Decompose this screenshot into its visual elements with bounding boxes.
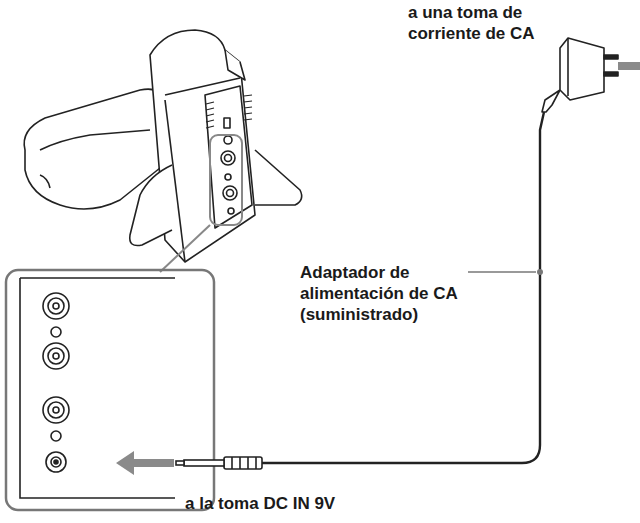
drawing-stroke	[53, 353, 59, 359]
drawing-stroke	[48, 402, 64, 418]
drawing-stroke	[221, 151, 235, 165]
jack-panel	[20, 278, 175, 498]
drawing-stroke	[53, 303, 59, 309]
drawing-stroke	[560, 38, 604, 100]
drawing-stroke	[48, 298, 64, 314]
drawing-stroke	[567, 38, 569, 96]
drawing-stroke	[468, 271, 536, 273]
drawing-stroke	[224, 136, 232, 144]
drawing-stroke	[227, 190, 234, 197]
vent-slot	[206, 120, 214, 122]
vent-slot	[244, 107, 252, 108]
drawing-stroke	[210, 135, 242, 225]
drawing-stroke	[48, 348, 64, 364]
drawing-stroke	[205, 86, 252, 228]
jack-label: a la toma DC IN 9V	[185, 493, 445, 514]
drawing-stroke	[224, 118, 230, 128]
drawing-stroke	[224, 457, 262, 469]
drawing-stroke	[176, 461, 184, 465]
drawing-stroke	[51, 327, 61, 337]
drawing-stroke	[51, 431, 61, 441]
ac-adapter	[542, 38, 618, 112]
drawing-stroke	[40, 130, 150, 150]
drawing-stroke	[43, 397, 69, 423]
drawing-stroke	[225, 50, 245, 80]
drawing-stroke	[51, 457, 61, 467]
outlet-label: a una toma de corriente de CA	[408, 2, 583, 44]
drawing-stroke	[225, 155, 232, 162]
drawing-stroke	[223, 186, 237, 200]
drawing-stroke	[160, 225, 210, 272]
vent-slot	[206, 126, 214, 128]
drawing-stroke	[20, 278, 175, 498]
adapter-label: Adaptador de alimentación de CA (suminis…	[300, 262, 465, 325]
drawing-stroke	[6, 270, 214, 510]
vent-slot	[244, 113, 252, 114]
dc-plug	[176, 457, 262, 469]
vent-slot	[244, 95, 252, 96]
vent-slot	[206, 102, 214, 104]
drawing-stroke	[604, 72, 618, 76]
drawing-stroke	[228, 208, 234, 214]
drawing-stroke	[255, 150, 302, 205]
drawing-stroke	[130, 165, 172, 246]
drawing-stroke	[54, 460, 58, 464]
vent-slot	[244, 101, 252, 102]
drawing-stroke	[542, 90, 560, 112]
outlet-arrow	[618, 55, 640, 77]
inset-callout	[6, 135, 242, 510]
drawing-stroke	[537, 269, 543, 275]
plug-in-arrow	[116, 451, 174, 475]
drawing-stroke	[184, 460, 224, 466]
drawing-stroke	[225, 174, 231, 180]
vent-slot	[206, 108, 214, 110]
vent-slot	[244, 119, 252, 120]
vent-slots	[206, 95, 252, 128]
drawing-stroke	[43, 343, 69, 369]
charger-stand	[24, 30, 302, 262]
drawing-stroke	[232, 457, 256, 469]
drawing-stroke	[43, 293, 69, 319]
drawing-stroke	[46, 452, 66, 472]
vent-slot	[206, 114, 214, 116]
power-cable	[262, 112, 544, 463]
drawing-stroke	[53, 407, 59, 413]
drawing-stroke	[604, 55, 618, 59]
drawing-stroke	[40, 175, 50, 188]
leader-line	[468, 269, 543, 275]
